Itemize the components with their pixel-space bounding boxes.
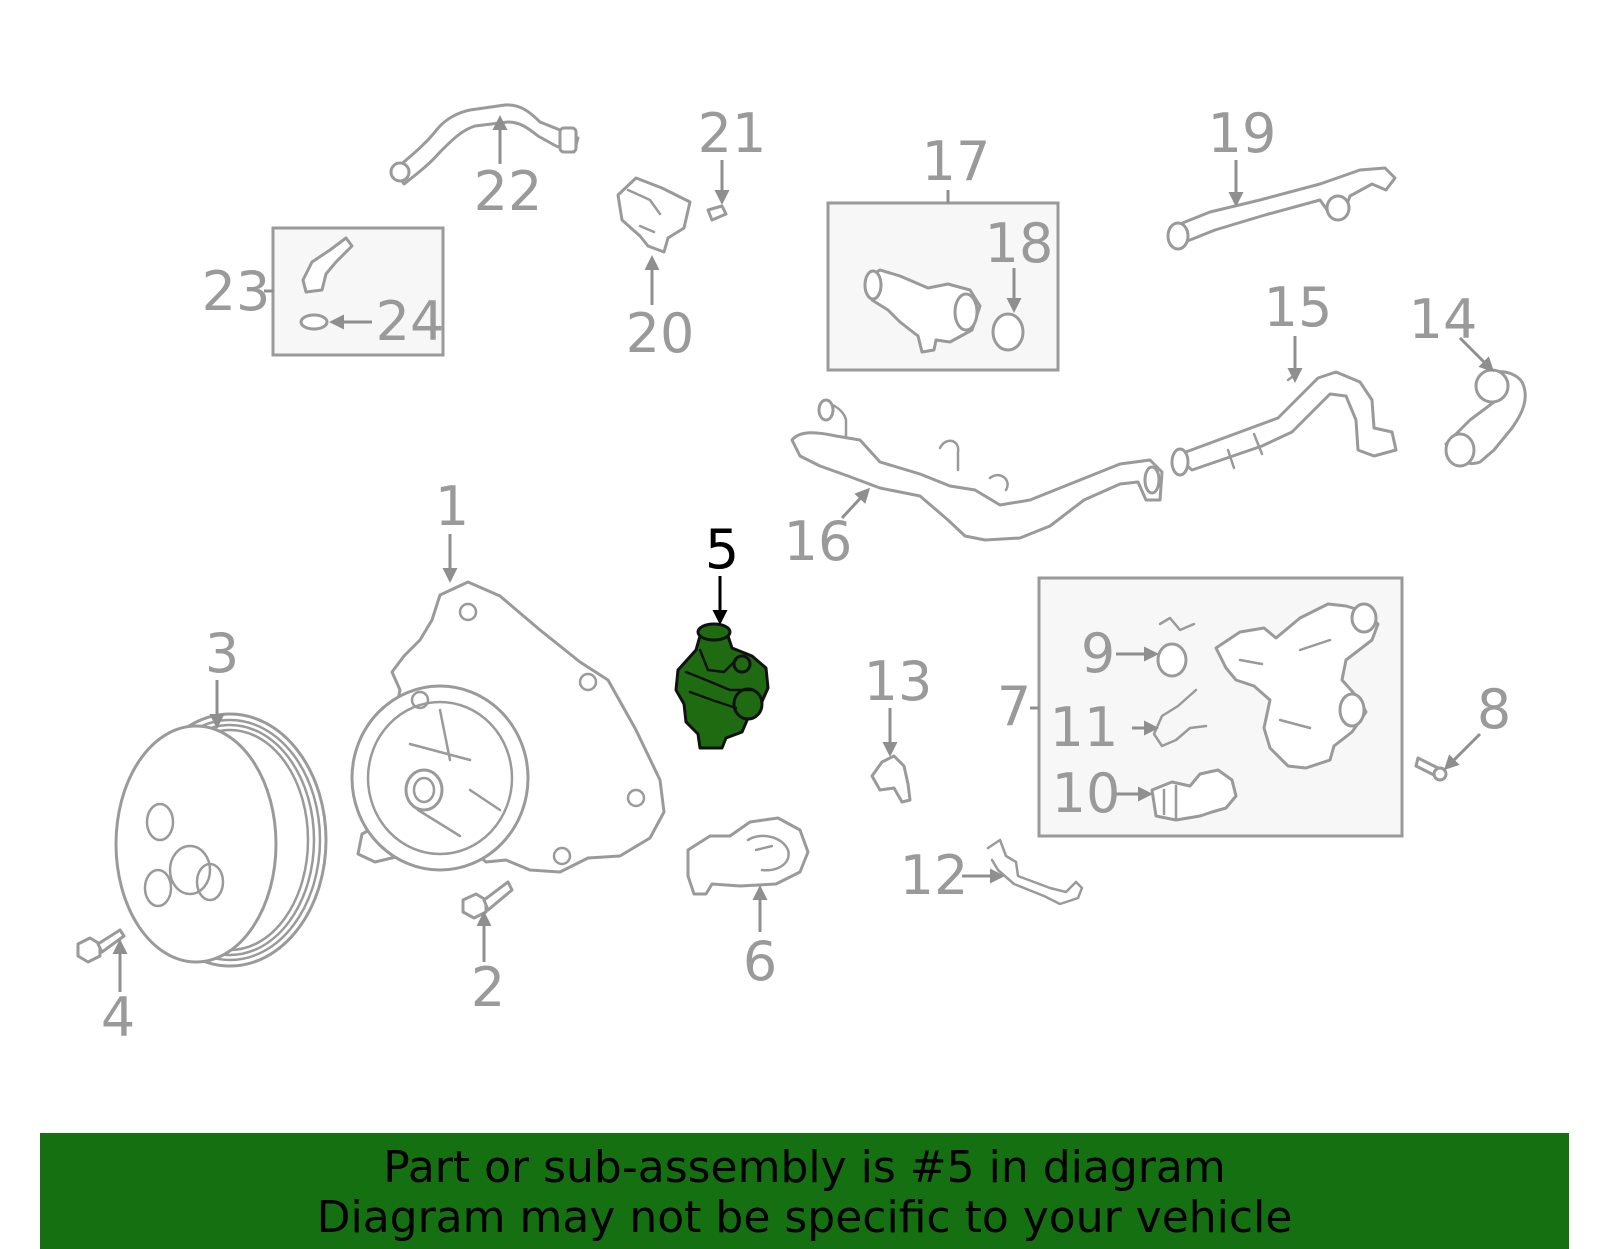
callout-17: 17 [922,130,991,193]
callout-5: 5 [705,518,739,581]
callout-11: 11 [1050,696,1119,759]
callout-24: 24 [376,290,445,353]
part-13-clip[interactable] [870,754,912,804]
callout-6: 6 [743,930,777,993]
callout-18: 18 [985,212,1054,275]
callout-22: 22 [474,160,543,223]
part-18-oring[interactable] [991,312,1025,352]
part-23-fitting[interactable] [301,236,354,294]
part-3-pulley[interactable] [114,712,328,968]
part-20-bracket[interactable] [616,176,692,254]
callout-16: 16 [784,510,853,573]
part-5-auxiliary-pump[interactable] [674,622,770,750]
callout-12: 12 [900,844,969,907]
part-19-hose[interactable] [1166,166,1397,251]
callout-7: 7 [997,675,1031,738]
banner-line-2: Diagram may not be specific to your vehi… [316,1192,1293,1243]
group-box-23 [271,226,445,357]
callout-1: 1 [435,475,469,538]
info-banner: Part or sub-assembly is #5 in diagram Di… [40,1133,1569,1249]
part-16-pipe[interactable] [790,398,1164,542]
part-8-bolt[interactable] [1414,756,1448,782]
callout-14: 14 [1409,288,1478,351]
part-4-bolt[interactable] [76,928,126,964]
callout-8: 8 [1477,678,1511,741]
callout-numbers: 1 2 3 4 5 6 7 8 9 10 11 12 13 14 15 16 1… [101,102,1511,1049]
part-17-housing[interactable] [863,268,982,354]
part-21-bolt[interactable] [706,204,728,222]
part-22-hose[interactable] [389,103,580,186]
part-6-shield[interactable] [686,816,810,896]
part-10-sensor[interactable] [1150,768,1238,822]
callout-3: 3 [205,622,239,685]
leader-lines [112,115,1495,992]
callout-13: 13 [864,650,933,713]
callout-20: 20 [626,302,695,365]
part-24-oring[interactable] [299,313,329,331]
part-12-bracket[interactable] [986,838,1084,906]
callout-10: 10 [1052,762,1121,825]
callout-23: 23 [202,260,271,323]
part-15-pipe[interactable] [1170,370,1398,477]
callout-4: 4 [101,986,135,1049]
part-1-water-pump[interactable] [350,580,666,874]
part-14-hose[interactable] [1444,368,1527,468]
callout-19: 19 [1208,102,1277,165]
callout-21: 21 [698,102,767,165]
banner-line-1: Part or sub-assembly is #5 in diagram [383,1142,1226,1193]
part-7-outlet[interactable] [1214,602,1380,770]
callout-15: 15 [1264,276,1333,339]
part-2-bolt[interactable] [461,880,514,920]
callout-2: 2 [471,956,505,1019]
callout-9: 9 [1081,622,1115,685]
part-11-clip[interactable] [1152,688,1208,748]
